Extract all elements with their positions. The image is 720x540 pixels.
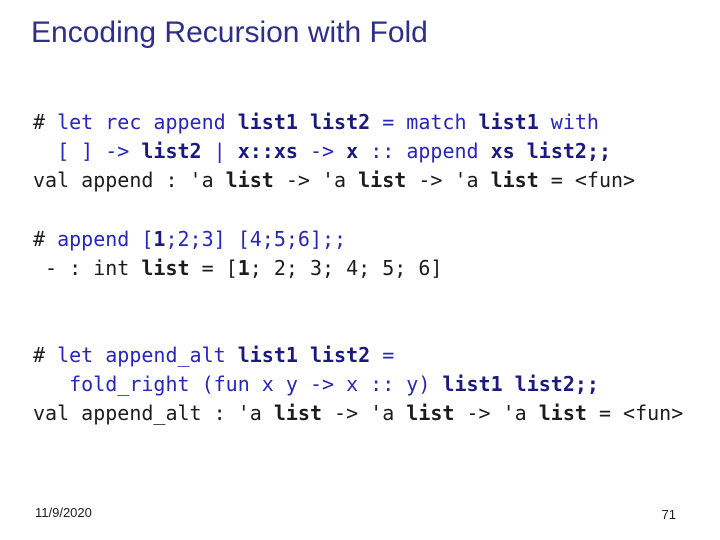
code-segment: = (370, 343, 395, 367)
code-segment: list1 (478, 110, 539, 134)
footer-page-number: 71 (661, 507, 676, 522)
code-line: # append [1;2;3] [4;5;6];; (33, 225, 710, 254)
code-line: fold_right (fun x y -> x :: y) list1 lis… (33, 370, 710, 399)
code-segment: list (141, 256, 190, 280)
code-segment: fold_right (fun x y -> x :: y) (33, 372, 443, 396)
code-line: # let append_alt list1 list2 = (33, 341, 710, 370)
code-segment: = [ (189, 256, 238, 280)
code-segment: :: append (358, 139, 491, 163)
code-segment: list2 (141, 139, 202, 163)
slide-title: Encoding Recursion with Fold (31, 16, 428, 49)
code-segment: list (358, 168, 407, 192)
code-segment: -> 'a (322, 401, 407, 425)
code-segment: x (346, 139, 359, 163)
code-segment: list (490, 168, 539, 192)
footer-date: 11/9/2020 (35, 505, 92, 520)
code-line: [ ] -> list2 | x::xs -> x :: append xs l… (33, 137, 710, 166)
code-segment: -> (297, 139, 347, 163)
code-segment: val append : 'a (33, 168, 226, 192)
code-segment: -> 'a (454, 401, 539, 425)
code-segment: = match (370, 110, 479, 134)
code-segment: list (273, 401, 322, 425)
code-segment: -> 'a (273, 168, 359, 192)
code-segment: list (538, 401, 587, 425)
code-segment: val append_alt : 'a (33, 401, 274, 425)
code-segment (515, 139, 527, 163)
code-segment: list1 list2 (237, 343, 371, 367)
code-segment: with (538, 110, 599, 134)
code-segment: - : int (33, 256, 142, 280)
code-segment: let rec append (57, 110, 238, 134)
code-segment: # (33, 343, 58, 367)
code-segment: list (406, 401, 455, 425)
code-line: val append : 'a list -> 'a list -> 'a li… (33, 166, 710, 195)
code-segment: # (33, 227, 58, 251)
code-segment: ;2;3] [4;5;6];; (165, 227, 347, 251)
code-segment: x::xs (237, 139, 298, 163)
code-segment: append [ (57, 227, 154, 251)
code-segment: -> 'a (406, 168, 491, 192)
code-segment: # (33, 110, 58, 134)
code-block: # append [1;2;3] [4;5;6];; - : int list … (33, 225, 710, 283)
code-segment: = <fun> (586, 401, 684, 425)
code-segment: ; 2; 3; 4; 5; 6] (249, 256, 443, 280)
code-segment: [ ] -> (33, 139, 142, 163)
code-segment: 1 (237, 256, 250, 280)
code-segment: let append_alt (57, 343, 238, 367)
code-line: val append_alt : 'a list -> 'a list -> '… (33, 399, 710, 428)
code-line: - : int list = [1; 2; 3; 4; 5; 6] (33, 254, 710, 283)
code-segment: = <fun> (538, 168, 636, 192)
code-segment: xs (490, 139, 515, 163)
code-segment: list1 list2 (237, 110, 371, 134)
code-line: # let rec append list1 list2 = match lis… (33, 108, 710, 137)
code-block: # let append_alt list1 list2 = fold_righ… (33, 341, 710, 428)
code-segment: list2;; (526, 139, 612, 163)
code-segment: list1 list2;; (442, 372, 599, 396)
code-segment: list (225, 168, 274, 192)
code-segment: 1 (153, 227, 166, 251)
code-block: # let rec append list1 list2 = match lis… (33, 108, 710, 195)
code-segment: | (201, 139, 238, 163)
